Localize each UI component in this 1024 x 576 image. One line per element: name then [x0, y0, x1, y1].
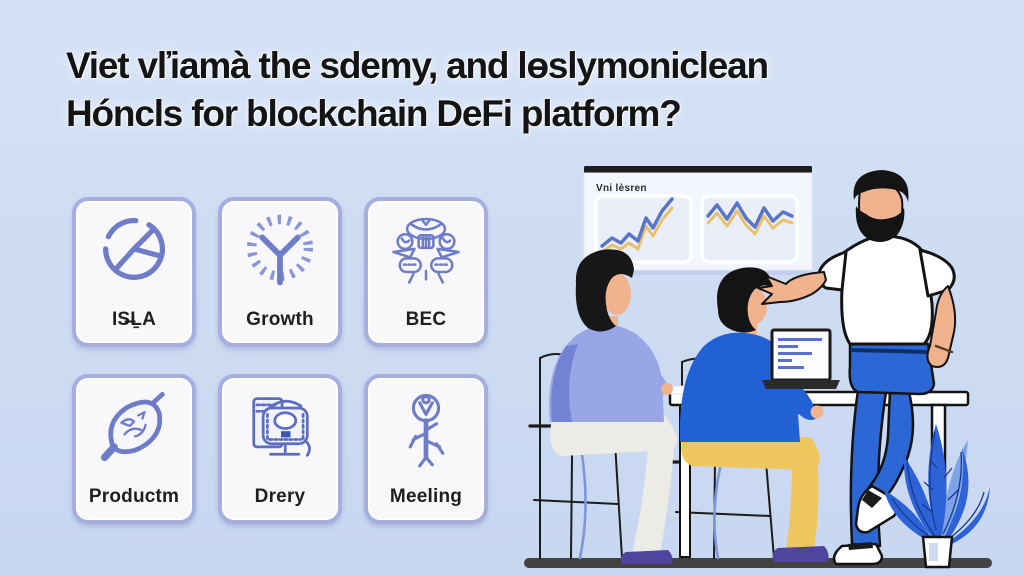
laptop — [762, 328, 840, 389]
card-growth: Growth — [218, 197, 342, 347]
card-bec: BEC — [364, 197, 488, 347]
question-title-line2: Hóncls for blockchain DeFi platform? — [66, 93, 682, 134]
board-top-bar — [584, 166, 812, 173]
board-title: Vni lèsren — [596, 183, 647, 194]
card-label: Drery — [254, 486, 306, 507]
man-sneaker-floor — [832, 542, 884, 566]
woman-shoe — [620, 550, 673, 564]
chart1-blue-line — [600, 197, 674, 248]
meeting-illustration: Vni lèsren — [524, 166, 992, 569]
man-beard — [855, 206, 905, 242]
middle-person-figure — [679, 267, 829, 562]
card-label: Growth — [246, 309, 314, 330]
card-label: Productm — [88, 486, 180, 507]
woman-figure — [549, 249, 678, 564]
radial-dial-icon — [246, 214, 314, 286]
card-productm: Productm — [72, 374, 196, 524]
man-figure — [757, 170, 957, 566]
board-chart-1 — [594, 194, 693, 264]
card-label: IS̶ḺA — [111, 309, 157, 330]
board-chart-2 — [700, 194, 799, 264]
plant — [884, 424, 990, 569]
woman-hair — [575, 249, 634, 332]
card-meeling: Meeling — [364, 374, 488, 524]
chart2-blue-line — [706, 201, 794, 229]
middle-person-hair — [717, 267, 772, 333]
man-right-arm — [926, 285, 957, 368]
card-label: BEC — [405, 309, 447, 330]
question-title-line1: Viet vľiamà the sdemy, and lɵslymoniclea… — [66, 45, 769, 86]
leaf-magnifier-icon — [100, 392, 165, 462]
beetle-icon — [392, 217, 460, 284]
computer-icon — [252, 397, 311, 457]
key-icon — [408, 393, 445, 468]
chart2-yellow-line — [706, 209, 794, 236]
middle-person-hand — [810, 405, 824, 419]
man-hair — [853, 170, 909, 202]
question-title: Viet vľiamà the sdemy, and lɵslymoniclea… — [66, 42, 906, 138]
man-shirt — [840, 234, 934, 346]
woman-hand — [661, 383, 673, 395]
middle-person-shoe — [772, 546, 829, 562]
chart1-yellow-line — [600, 206, 674, 254]
floor — [524, 558, 992, 568]
card-label: Meeling — [389, 486, 463, 507]
card-drery: Drery — [218, 374, 342, 524]
card-isla: IS̶ḺA — [72, 197, 196, 347]
feature-card-grid: IS̶ḺA Growth — [72, 197, 518, 551]
man-gesture-hand — [757, 271, 827, 305]
pie-chart-icon — [103, 217, 165, 280]
